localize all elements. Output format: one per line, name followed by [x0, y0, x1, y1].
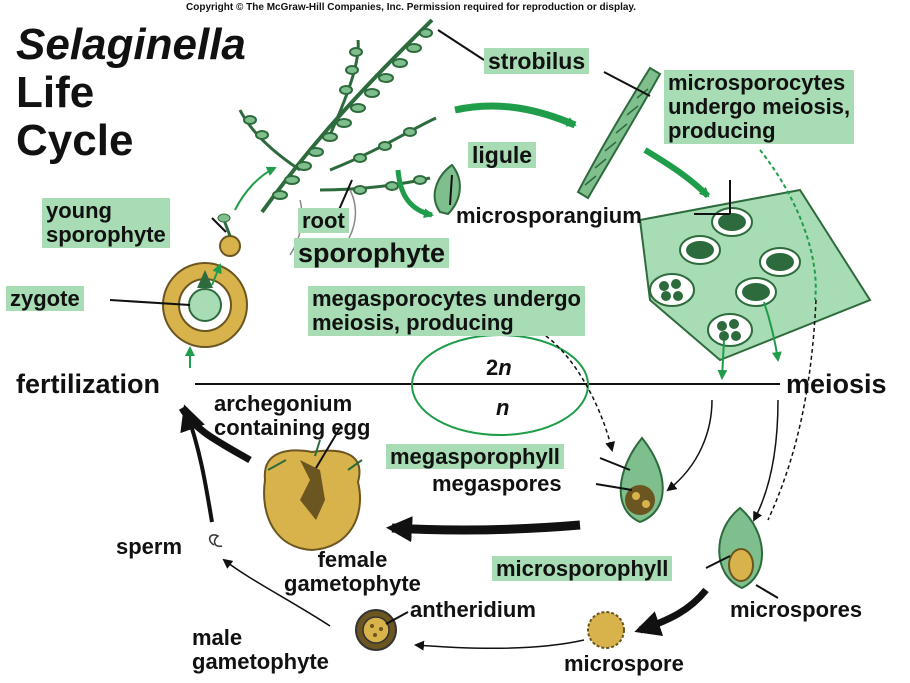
label-archegonium: archegonium containing egg [214, 392, 370, 440]
female-gametophyte-line-1: female [317, 547, 388, 572]
archegonium-line-1: archegonium [214, 391, 353, 416]
label-megasporophyll: megasporophyll [386, 444, 564, 470]
microsporocytes-line-3: producing [668, 118, 776, 143]
label-meiosis: meiosis [786, 369, 887, 399]
label-microspores: microspores [730, 597, 863, 622]
label-microsporangium: microsporangium [456, 203, 642, 228]
microspore-figure [587, 611, 625, 649]
female-gametophyte-line-2: gametophyte [284, 571, 421, 596]
title-line-1: Selaginella [16, 20, 246, 69]
label-ligule: ligule [468, 142, 537, 169]
microsporocytes-line-2: undergo meiosis, [668, 94, 851, 119]
label-megasporocytes: megasporocytes undergo meiosis, producin… [308, 286, 585, 336]
microsporophyll-figure [718, 506, 763, 590]
megasporocytes-line-2: meiosis, producing [312, 310, 514, 335]
male-gametophyte-line-1: male [192, 625, 243, 650]
megasporophyll-figure [619, 436, 664, 524]
label-ploidy-n: n [496, 395, 510, 420]
label-strobilus: strobilus [484, 48, 590, 75]
ligule-leaf [433, 163, 461, 216]
strobilus-cone [576, 66, 662, 200]
ploidy-2n-letter: n [498, 355, 512, 380]
label-microsporocytes: microsporocytes undergo meiosis, produci… [664, 70, 855, 144]
sporophyll-cross-section [638, 188, 872, 362]
sperm-figure [208, 534, 223, 548]
title-line-2: Life [16, 68, 95, 117]
label-female-gametophyte: female gametophyte [284, 548, 421, 596]
young-sporophyte-line-2: sporophyte [46, 222, 166, 247]
zygote-figure [162, 262, 248, 348]
label-ploidy-2n: 2n [486, 356, 512, 379]
green-arrows [185, 102, 817, 380]
young-sporophyte-figure [217, 213, 241, 257]
title-line-3: Cycle [16, 116, 134, 165]
microsporocytes-line-1: microsporocytes [668, 70, 846, 95]
label-zygote: zygote [6, 286, 84, 312]
young-sporophyte-line-1: young [46, 198, 112, 223]
label-antheridium: antheridium [410, 597, 536, 622]
male-gametophyte-line-2: gametophyte [192, 649, 329, 674]
archegonium-line-2: containing egg [214, 415, 371, 440]
label-sporophyte: sporophyte [294, 238, 450, 269]
megasporocytes-line-1: megasporocytes undergo [312, 286, 581, 311]
female-gametophyte-figure [263, 439, 363, 552]
ploidy-2n-number: 2 [486, 355, 499, 380]
label-microspore: microspore [564, 651, 684, 676]
black-arrows [178, 299, 817, 651]
label-fertilization: fertilization [16, 369, 161, 399]
label-sperm: sperm [116, 534, 183, 559]
label-root: root [298, 208, 349, 234]
label-megaspores: megaspores [432, 471, 562, 496]
sporophyte-plant [238, 18, 437, 256]
copyright-notice: Copyright © The McGraw-Hill Companies, I… [186, 2, 637, 13]
label-young-sporophyte: young sporophyte [42, 198, 170, 248]
label-microsporophyll: microsporophyll [492, 556, 673, 582]
leader-lines [109, 29, 779, 625]
male-gametophyte-figure [355, 609, 397, 651]
label-male-gametophyte: male gametophyte [192, 626, 329, 674]
